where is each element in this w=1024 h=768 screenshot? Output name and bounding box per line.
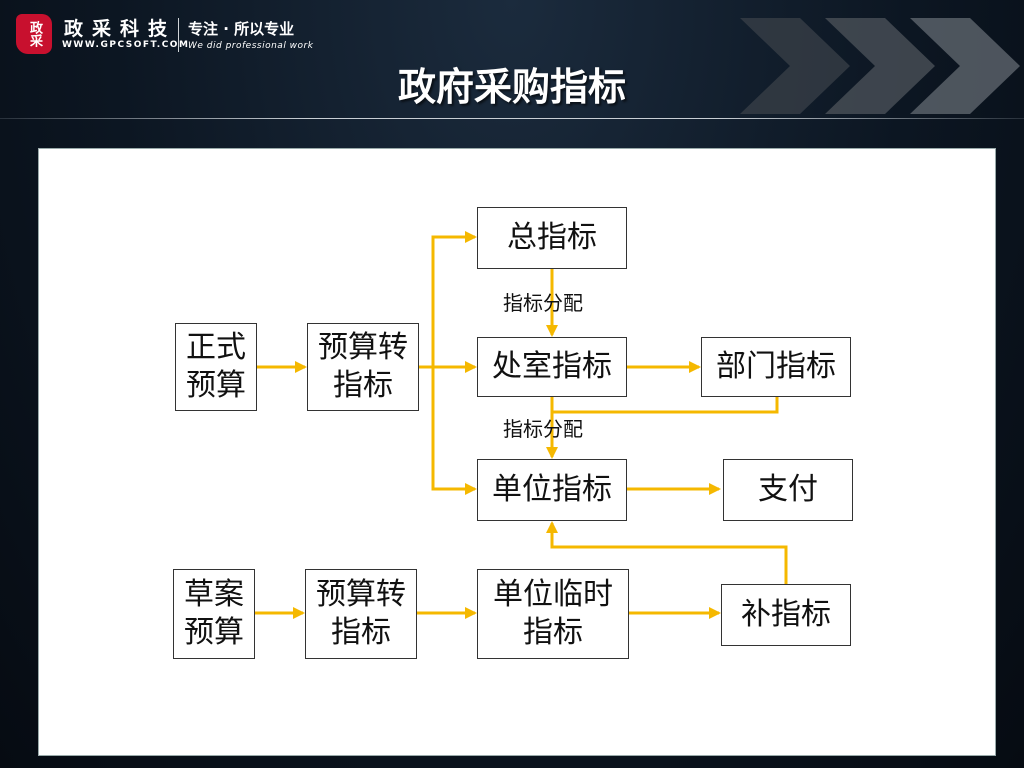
chevron-decoration-icon bbox=[740, 18, 1020, 114]
company-seal-logo: 政采 bbox=[16, 14, 52, 54]
node-budget-to-indicator-1: 预算转指标 bbox=[307, 323, 419, 411]
node-department-indicator: 部门指标 bbox=[701, 337, 851, 397]
node-formal-budget: 正式预算 bbox=[175, 323, 257, 411]
edge-label-allocation-2: 指标分配 bbox=[503, 417, 583, 441]
edge-label-allocation-1: 指标分配 bbox=[503, 291, 583, 315]
node-unit-temporary-indicator: 单位临时指标 bbox=[477, 569, 629, 659]
node-supplement-indicator: 补指标 bbox=[721, 584, 851, 646]
node-payment: 支付 bbox=[723, 459, 853, 521]
header-divider-line bbox=[0, 118, 1024, 119]
node-budget-to-indicator-2: 预算转指标 bbox=[305, 569, 417, 659]
node-draft-budget: 草案预算 bbox=[173, 569, 255, 659]
slogan-chinese: 专注 · 所以专业 bbox=[188, 20, 295, 38]
slogan-english: We did professional work bbox=[188, 41, 314, 51]
header-divider bbox=[178, 18, 179, 52]
node-office-indicator: 处室指标 bbox=[477, 337, 627, 397]
node-unit-indicator: 单位指标 bbox=[477, 459, 627, 521]
brand-url: WWW.GPCSOFT.COM bbox=[62, 40, 190, 50]
page-title: 政府采购指标 bbox=[397, 65, 626, 109]
brand-name: 政采科技 bbox=[64, 18, 177, 40]
node-total-indicator: 总指标 bbox=[477, 207, 627, 269]
diagram-canvas: 正式预算 预算转指标 总指标 指标分配 处室指标 部门指标 指标分配 单位指标 … bbox=[38, 148, 996, 756]
